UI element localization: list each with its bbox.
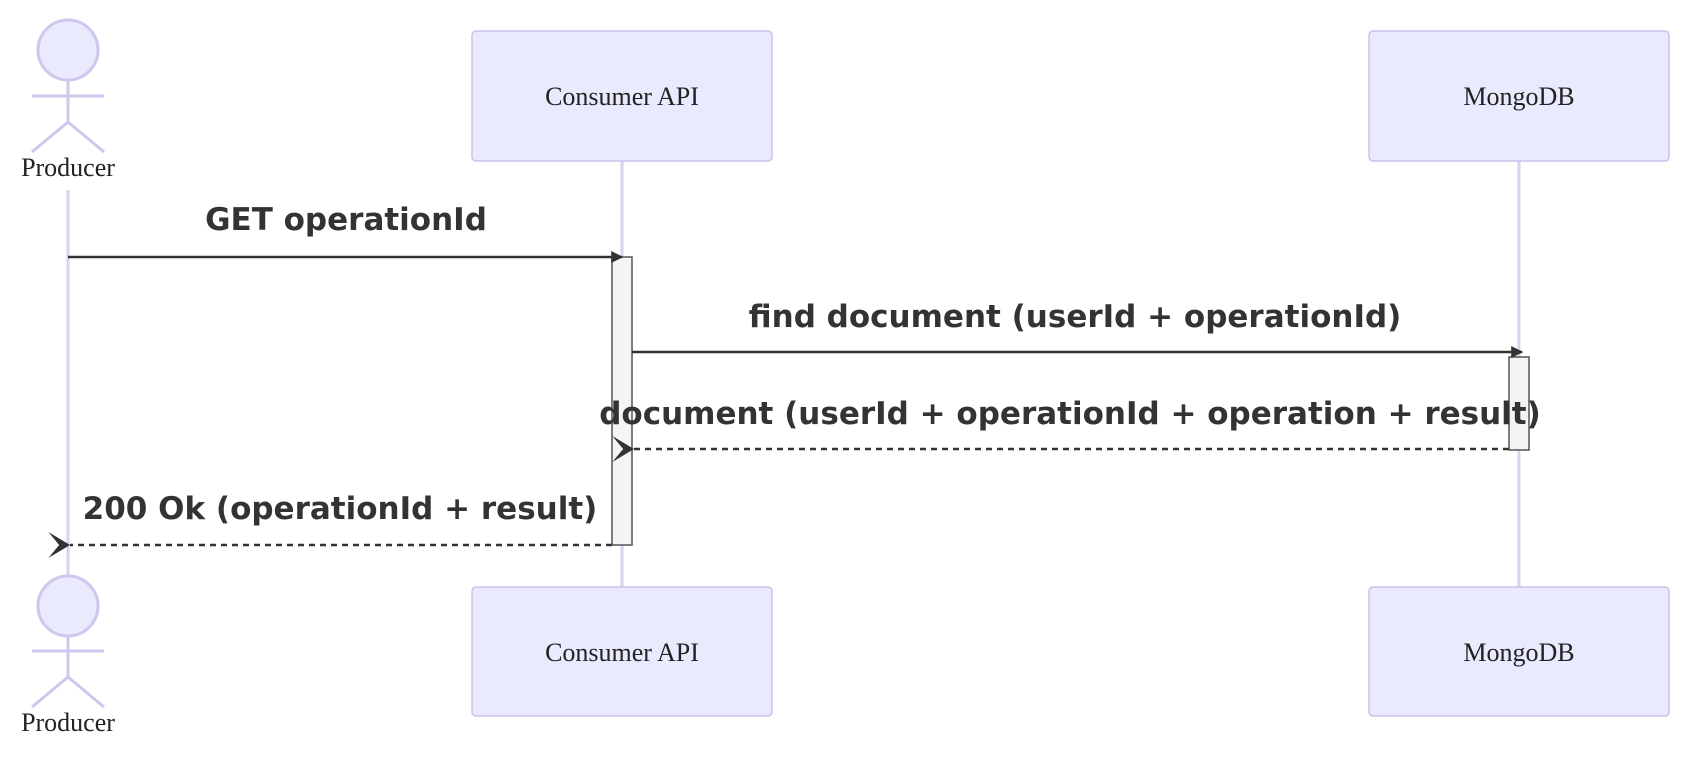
producer-label-bottom: Producer	[21, 708, 115, 737]
mongodb-box-bottom[interactable]: MongoDB	[1368, 586, 1670, 717]
producer-actor-icon	[31, 574, 105, 709]
message-find-document: find document (userId + operationId)	[632, 299, 1524, 358]
message-label: 200 Ok (operationId + result)	[83, 491, 598, 527]
producer-label-top: Producer	[21, 153, 115, 182]
producer-actor-top[interactable]: Producer	[21, 18, 115, 182]
message-label: find document (userId + operationId)	[749, 299, 1402, 335]
consumer-api-box-top[interactable]: Consumer API	[471, 30, 773, 162]
message-get-operationid: GET operationId	[68, 202, 624, 263]
message-document-return: document (userId + operationId + operati…	[599, 396, 1541, 462]
mongodb-label-bottom: MongoDB	[1463, 638, 1574, 667]
producer-actor-icon	[31, 18, 105, 154]
mongodb-box-top[interactable]: MongoDB	[1368, 30, 1670, 162]
consumer-api-label-top: Consumer API	[545, 82, 699, 111]
message-200-ok: 200 Ok (operationId + result)	[48, 491, 612, 558]
message-label: document (userId + operationId + operati…	[599, 396, 1541, 432]
mongodb-label-top: MongoDB	[1463, 82, 1574, 111]
consumer-api-label-bottom: Consumer API	[545, 638, 699, 667]
producer-actor-bottom[interactable]: Producer	[21, 574, 115, 737]
message-label: GET operationId	[205, 202, 487, 238]
consumer-api-box-bottom[interactable]: Consumer API	[471, 586, 773, 717]
